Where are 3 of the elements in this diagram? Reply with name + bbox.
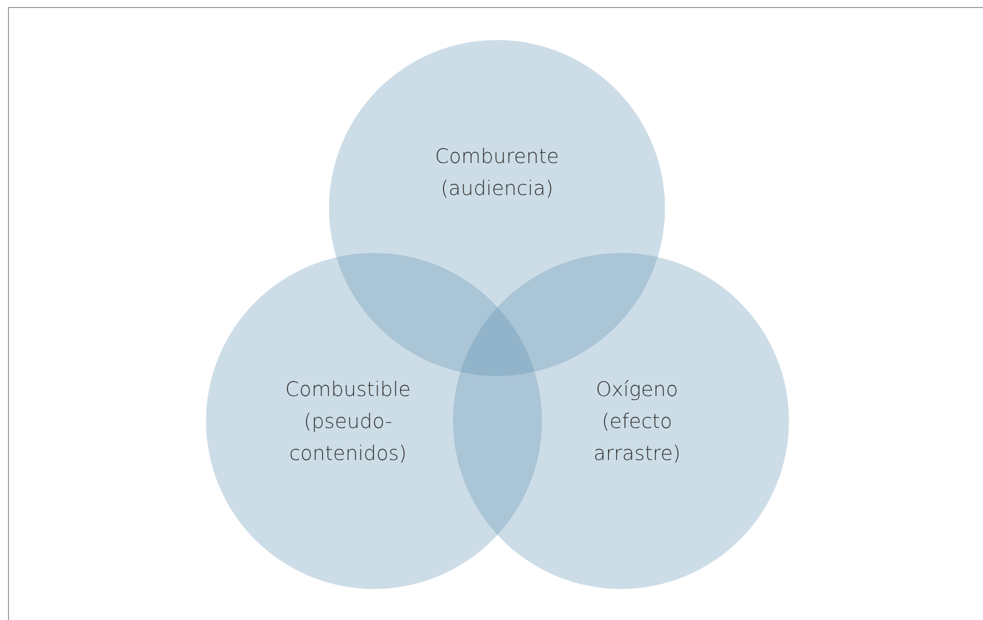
circle-label: Comburente (audiencia): [434, 143, 560, 202]
circle-label: Oxígeno (efecto arrastre): [592, 376, 682, 467]
circle-label: Combustible (pseudo-contenidos): [284, 376, 412, 467]
